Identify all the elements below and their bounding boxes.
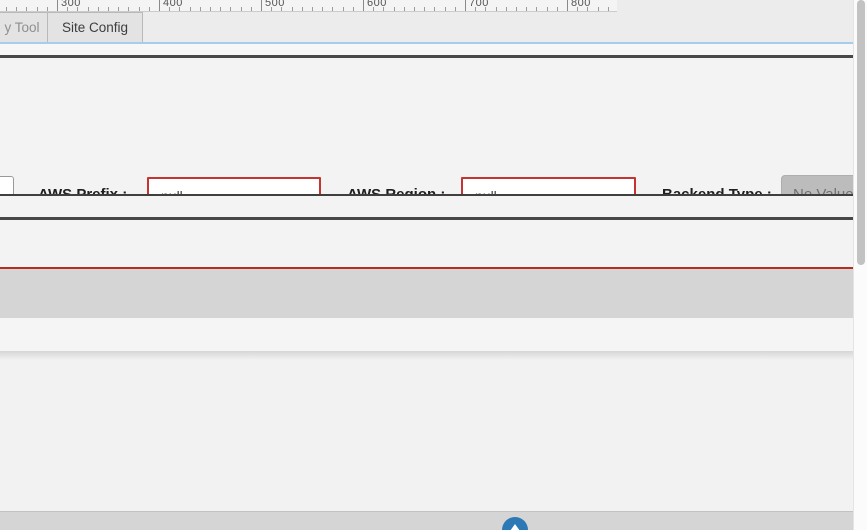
ruler-tick-minor — [199, 7, 201, 11]
ruler-tick-minor — [138, 7, 140, 11]
ruler-label: 400 — [163, 0, 183, 9]
ruler-tick-minor — [230, 7, 232, 11]
ruler-label: 700 — [469, 0, 489, 9]
ruler-tick-minor — [393, 7, 395, 11]
ruler-tick-minor — [475, 7, 477, 11]
ruler-tick-minor — [444, 7, 446, 11]
ruler-tick-minor — [26, 7, 28, 11]
ruler-tick-minor — [414, 7, 415, 11]
vertical-scrollbar — [853, 0, 867, 530]
ruler-tick-minor — [434, 7, 436, 11]
horizontal-ruler: 300 400 500 600 700 800 — [0, 0, 617, 12]
ruler-tick-minor — [424, 7, 426, 11]
tab-site-config[interactable]: Site Config — [47, 12, 143, 42]
divider-dark-top — [0, 55, 853, 58]
ruler-tick-minor — [597, 7, 599, 11]
ruler-tick-minor — [485, 7, 487, 11]
ruler-tick-minor — [220, 7, 222, 11]
ruler-tick-minor — [169, 7, 171, 11]
tab-bar: y Tool Site Config — [0, 12, 853, 42]
ruler-tick-minor — [67, 7, 69, 11]
ruler-tick-minor — [118, 7, 120, 11]
divider-red — [0, 267, 853, 269]
ruler-tick-minor — [383, 7, 385, 11]
ruler-tick-minor — [250, 7, 252, 11]
ruler-tick-minor — [454, 7, 456, 11]
ruler-tick-minor — [556, 7, 558, 11]
ruler-tick-minor — [607, 7, 609, 11]
ruler-tick-major — [57, 0, 58, 11]
ruler-tick-minor — [505, 7, 507, 11]
ruler-tick-minor — [332, 7, 334, 11]
ruler-tick-major — [465, 0, 466, 11]
ruler-tick-minor — [536, 7, 538, 11]
bottom-bar — [0, 512, 853, 530]
ruler-tick-minor — [403, 7, 405, 11]
site-config-form: AWS Prefix : AWS Region : Backend Type :… — [0, 58, 867, 214]
empty-row — [0, 220, 853, 267]
bottom-divider — [0, 511, 853, 512]
ruler-tick-minor — [16, 7, 18, 11]
ruler-tick-minor — [312, 7, 313, 11]
content-spacer — [0, 318, 853, 351]
ruler-tick-minor — [281, 7, 283, 11]
ruler-tick-minor — [495, 7, 497, 11]
ruler-right-fill — [617, 0, 853, 12]
ruler-tick-minor — [6, 7, 7, 11]
ruler-tick-minor — [352, 7, 354, 11]
ruler-tick-minor — [210, 7, 211, 11]
ruler-tick-minor — [271, 7, 273, 11]
ruler-label: 300 — [61, 0, 81, 9]
ruler-tick-major — [261, 0, 262, 11]
ruler-tick-minor — [373, 7, 375, 11]
scrollbar-thumb[interactable] — [857, 0, 865, 265]
ruler-tick-minor — [546, 7, 548, 11]
ruler-tick-major — [159, 0, 160, 11]
ruler-tick-minor — [587, 7, 589, 11]
ruler-tick-minor — [77, 7, 79, 11]
divider-dark — [0, 194, 853, 196]
tab-bar-gap — [0, 44, 853, 55]
ruler-label: 600 — [367, 0, 387, 9]
divider-dark — [0, 217, 853, 220]
arrow-up-icon — [510, 523, 520, 530]
ruler-label: 500 — [265, 0, 285, 9]
tab-tool[interactable]: y Tool — [0, 12, 48, 42]
lower-panel — [0, 351, 853, 511]
ruler-tick-minor — [46, 7, 48, 11]
ruler-tick-minor — [342, 7, 344, 11]
floating-action-button[interactable] — [502, 517, 528, 530]
ruler-tick-minor — [189, 7, 191, 11]
ruler-tick-major — [363, 0, 364, 11]
ruler-tick-minor — [291, 7, 293, 11]
input-band — [0, 269, 853, 318]
ruler-tick-minor — [516, 7, 517, 11]
tab-bar-accent-line — [0, 42, 853, 44]
ruler-tick-minor — [36, 7, 38, 11]
ruler-tick-minor — [526, 7, 528, 11]
ruler-tick-minor — [577, 7, 579, 11]
ruler-tick-minor — [128, 7, 130, 11]
ruler-tick-minor — [108, 7, 109, 11]
ruler-label: 800 — [571, 0, 591, 9]
ruler-tick-minor — [301, 7, 303, 11]
ruler-tick-minor — [240, 7, 242, 11]
ruler-tick-major — [567, 0, 568, 11]
ruler-tick-minor — [97, 7, 99, 11]
ruler-tick-minor — [179, 7, 181, 11]
ruler-tick-minor — [322, 7, 324, 11]
ruler-tick-minor — [148, 7, 150, 11]
ruler-tick-minor — [87, 7, 89, 11]
empty-row — [0, 196, 853, 217]
